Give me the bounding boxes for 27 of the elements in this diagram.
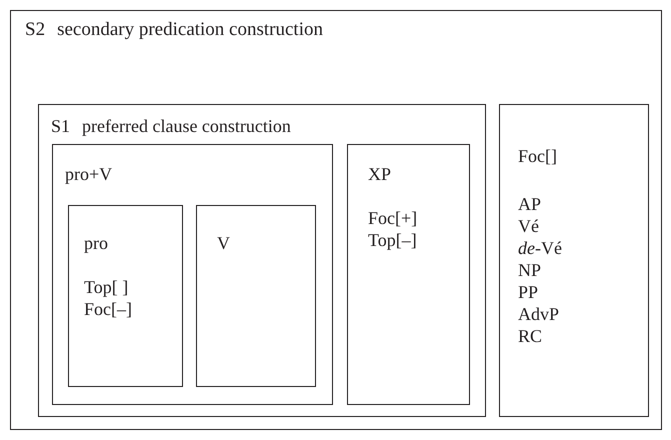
feature-label: de-Vé (518, 237, 562, 259)
feature-label: NP (518, 259, 542, 281)
box-heading: S2 (25, 19, 46, 41)
construction-box (196, 205, 316, 387)
construction-box (38, 104, 486, 417)
feature-label: Top[ ] (84, 276, 130, 298)
feature-label: Vé (518, 215, 540, 237)
construction-box (68, 205, 183, 387)
construction-box (10, 10, 662, 430)
box-heading: S1 (51, 115, 70, 137)
construction-box (499, 104, 649, 417)
box-heading: Foc[] (518, 145, 558, 167)
feature-label: preferred clause construction (82, 115, 291, 137)
box-heading: XP (368, 163, 392, 185)
feature-label: RC (518, 325, 544, 347)
feature-label: PP (518, 281, 540, 303)
box-heading: V (217, 232, 230, 254)
feature-label: AP (518, 193, 542, 215)
feature-label: Foc[+] (368, 207, 418, 229)
box-heading: pro (84, 232, 109, 254)
construction-box (347, 144, 470, 405)
feature-label: Top[–] (368, 229, 418, 251)
construction-box (52, 144, 333, 405)
feature-label: AdvP (518, 303, 560, 325)
feature-label: secondary predication construction (57, 19, 323, 41)
box-heading: pro+V (65, 163, 112, 185)
feature-label: Foc[–] (84, 298, 132, 320)
